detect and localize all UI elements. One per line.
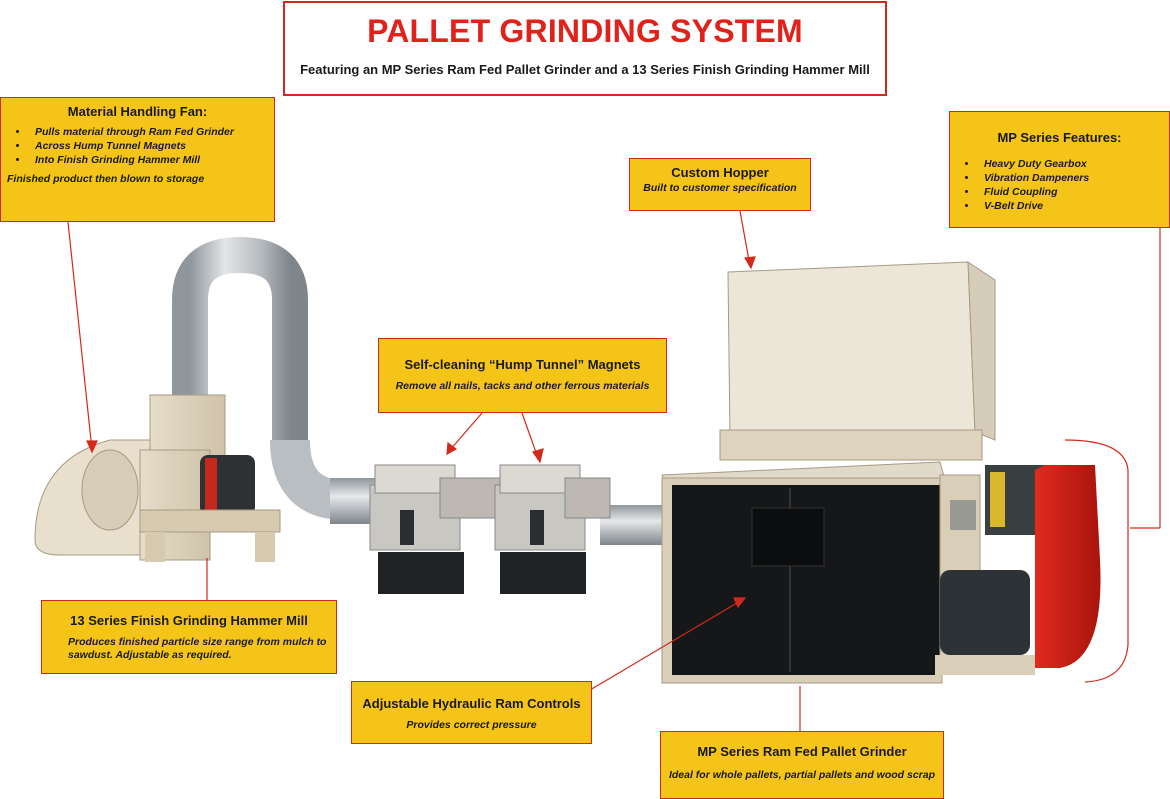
callout-heading: MP Series Features:	[997, 130, 1122, 145]
list-item: Fluid Coupling	[978, 185, 1169, 199]
callout-note: Finished product then blown to storage	[7, 173, 205, 185]
list-item: Across Hump Tunnel Magnets	[29, 139, 274, 153]
callout-hump-tunnel-magnets: Self-cleaning “Hump Tunnel” Magnets Remo…	[378, 338, 667, 413]
callout-heading: MP Series Ram Fed Pallet Grinder	[697, 744, 907, 759]
list-item: Pulls material through Ram Fed Grinder	[29, 125, 274, 139]
callout-heading: 13 Series Finish Grinding Hammer Mill	[70, 613, 308, 628]
callout-list: Pulls material through Ram Fed Grinder A…	[1, 125, 274, 167]
title-panel: PALLET GRINDING SYSTEM Featuring an MP S…	[283, 1, 887, 96]
callout-material-handling-fan: Material Handling Fan: Pulls material th…	[0, 97, 275, 222]
callout-heading: Adjustable Hydraulic Ram Controls	[362, 696, 581, 711]
callout-hydraulic-ram-controls: Adjustable Hydraulic Ram Controls Provid…	[351, 681, 592, 744]
callout-heading: Self-cleaning “Hump Tunnel” Magnets	[404, 357, 641, 372]
callout-custom-hopper: Custom Hopper Built to customer specific…	[629, 158, 811, 211]
list-item: Into Finish Grinding Hammer Mill	[29, 153, 274, 167]
list-item: Heavy Duty Gearbox	[978, 157, 1169, 171]
callout-connectors	[67, 210, 1161, 731]
callout-subtext: Produces finished particle size range fr…	[68, 636, 327, 661]
callout-subtext: Ideal for whole pallets, partial pallets…	[668, 769, 936, 781]
page-subtitle: Featuring an MP Series Ram Fed Pallet Gr…	[300, 62, 870, 77]
hump-tunnel-magnets	[369, 464, 611, 594]
list-item: V-Belt Drive	[978, 199, 1169, 213]
callout-subtext: Remove all nails, tacks and other ferrou…	[395, 380, 650, 392]
callout-subtext: Built to customer specification	[643, 182, 797, 194]
callout-hammer-mill: 13 Series Finish Grinding Hammer Mill Pr…	[41, 600, 337, 674]
callout-subtext: Provides correct pressure	[406, 719, 537, 731]
callout-heading: Custom Hopper	[671, 165, 769, 180]
hammer-mill	[34, 394, 281, 562]
list-item: Vibration Dampeners	[978, 171, 1169, 185]
callout-mp-series-features: MP Series Features: Heavy Duty Gearbox V…	[949, 111, 1170, 228]
callout-heading: Material Handling Fan:	[67, 104, 208, 119]
pallet-grinder	[661, 261, 1101, 684]
callout-pallet-grinder: MP Series Ram Fed Pallet Grinder Ideal f…	[660, 731, 944, 799]
page-title: PALLET GRINDING SYSTEM	[367, 13, 803, 49]
callout-list: Heavy Duty Gearbox Vibration Dampeners F…	[950, 157, 1169, 213]
